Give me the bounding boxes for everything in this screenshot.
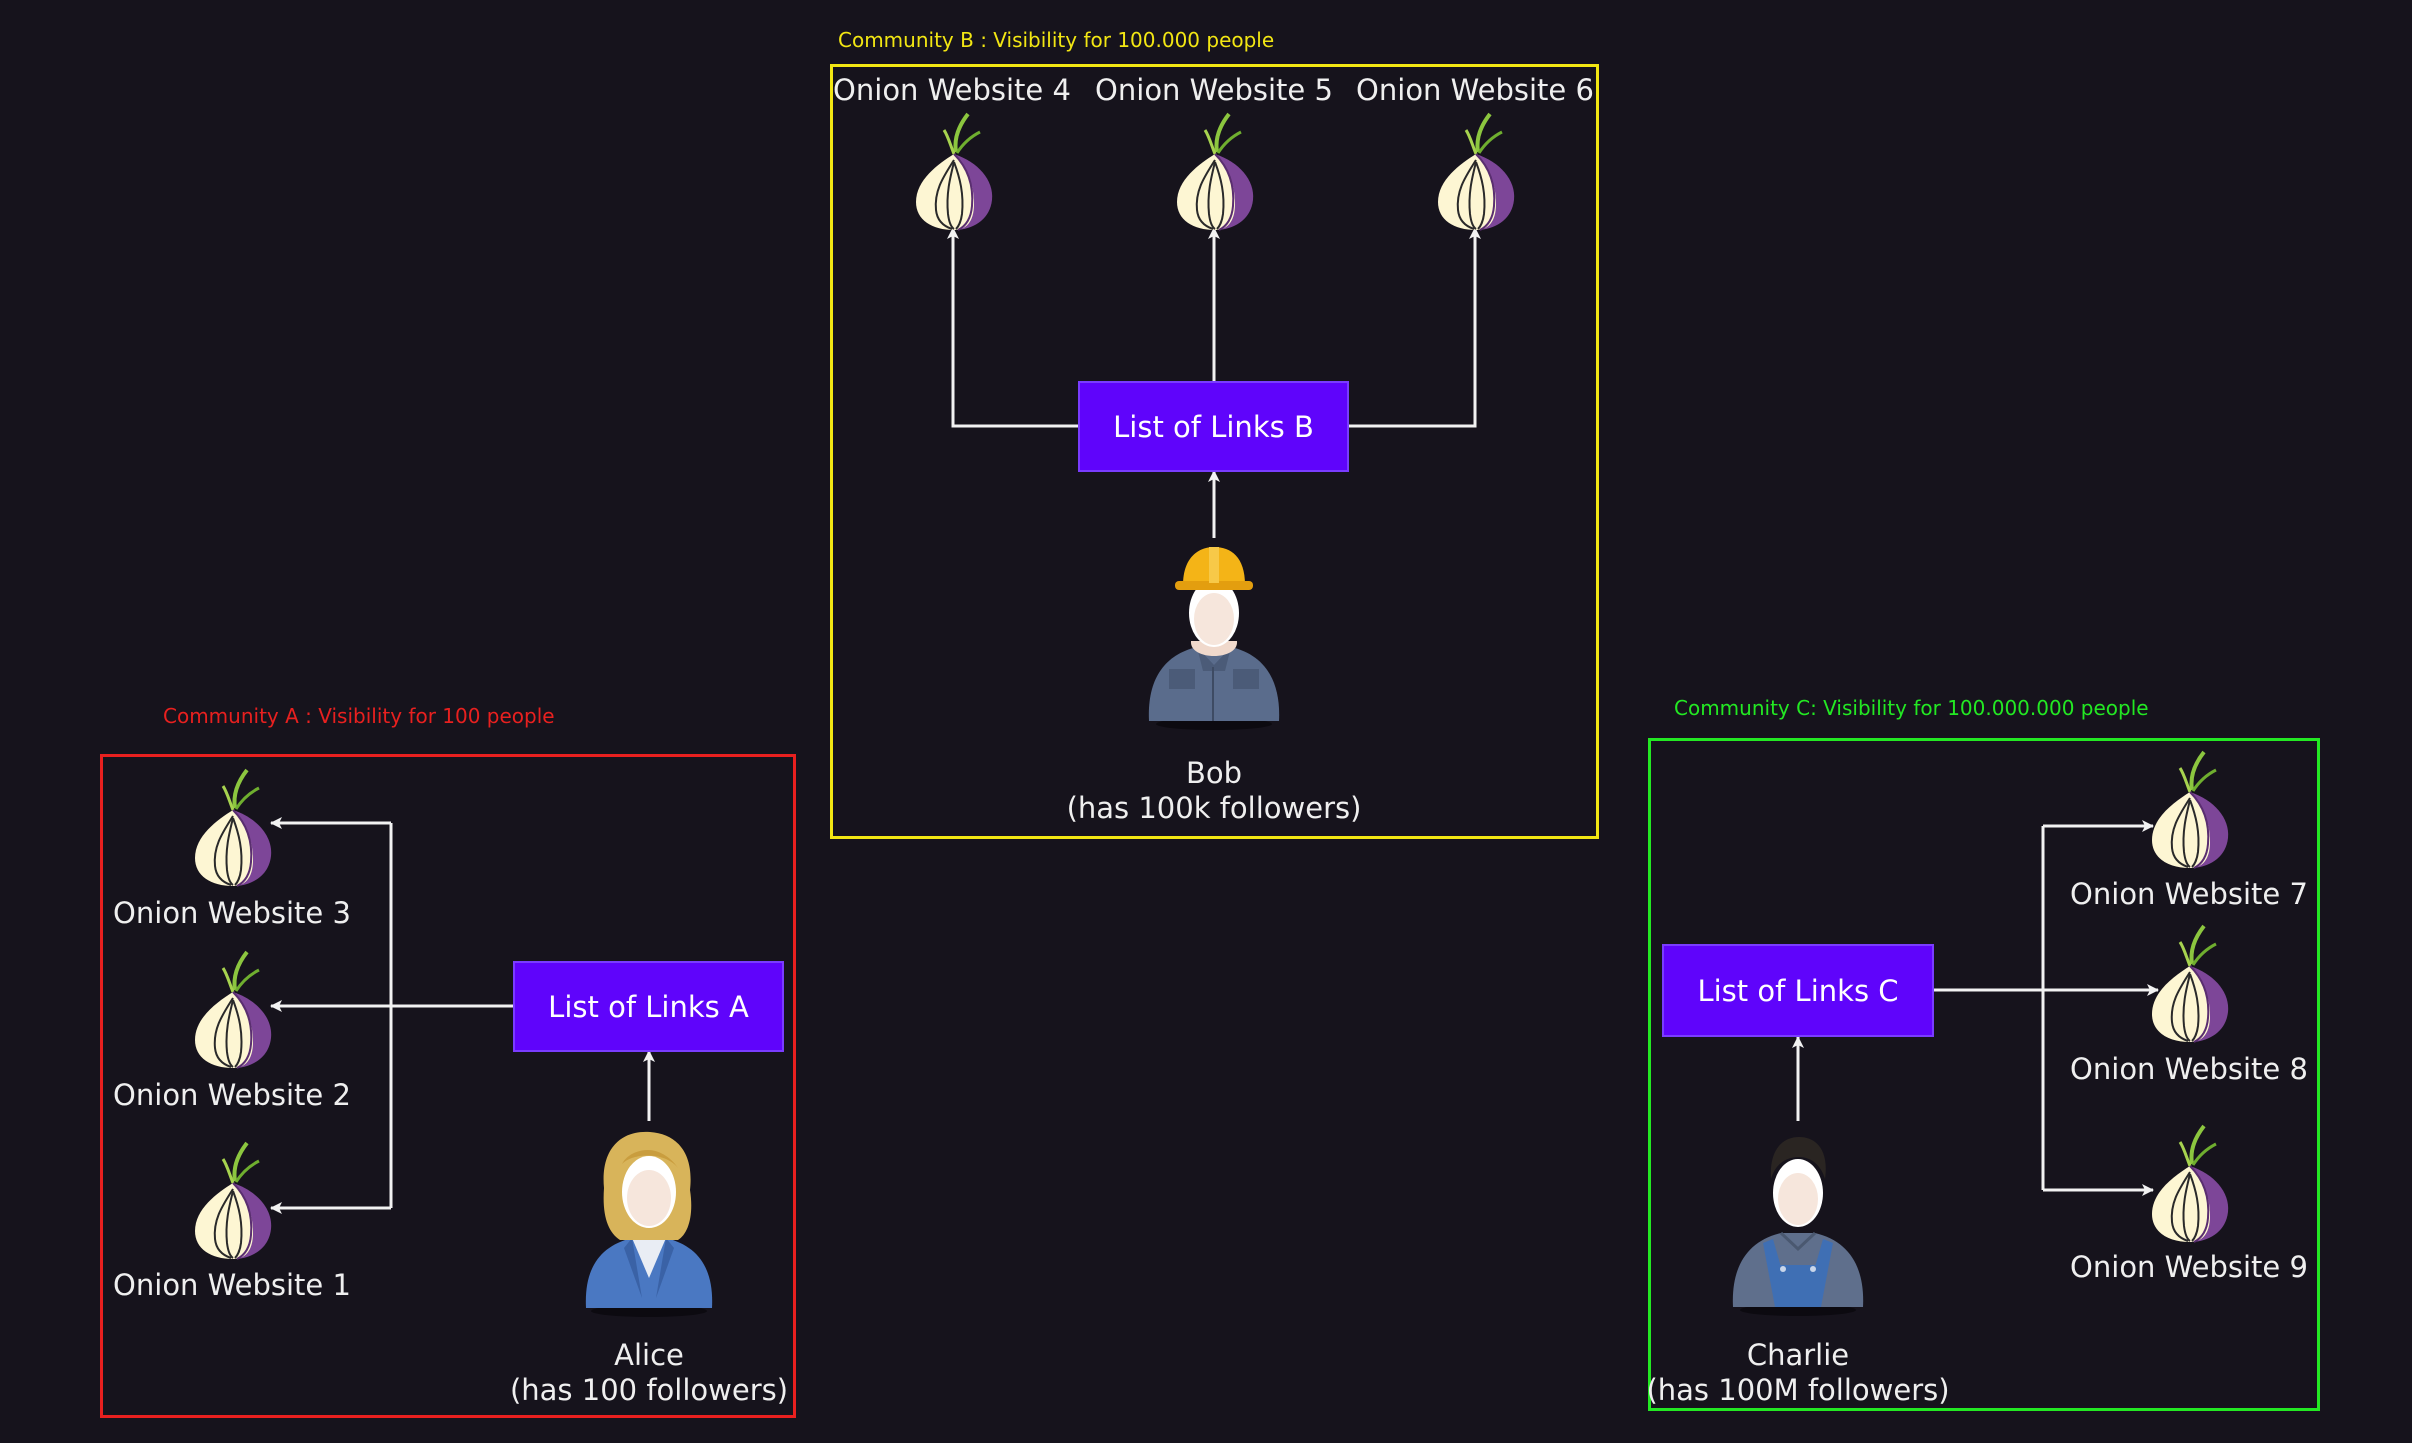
overalls-worker-avatar-icon xyxy=(1723,1127,1873,1317)
website-label: Onion Website 2 xyxy=(113,1078,351,1112)
community-b-caption: Community B : Visibility for 100.000 peo… xyxy=(838,28,1275,52)
arrow-list-b-to-website-6 xyxy=(1349,227,1481,428)
community-b-frame xyxy=(830,64,1599,839)
website-label: Onion Website 8 xyxy=(2070,1052,2308,1086)
tor-onion-icon xyxy=(910,110,996,234)
website-label: Onion Website 7 xyxy=(2070,877,2308,911)
website-label: Onion Website 3 xyxy=(113,896,351,930)
alice-followers-label: (has 100 followers) xyxy=(509,1373,789,1407)
tor-onion-icon xyxy=(189,1139,275,1263)
website-label: Onion Website 9 xyxy=(2070,1250,2308,1284)
community-c-frame xyxy=(1648,738,2320,1411)
website-label: Onion Website 1 xyxy=(113,1268,351,1302)
arrow-list-b-to-website-4 xyxy=(947,227,1078,428)
alice-name-label: Alice xyxy=(614,1338,684,1372)
charlie-followers-label: (has 100M followers) xyxy=(1646,1373,1950,1407)
website-label: Onion Website 5 xyxy=(1095,73,1333,107)
community-a-caption: Community A : Visibility for 100 people xyxy=(163,704,555,728)
tor-onion-icon xyxy=(189,948,275,1072)
tor-onion-icon xyxy=(1171,110,1257,234)
website-label: Onion Website 6 xyxy=(1356,73,1594,107)
list-of-links-c-box: List of Links C xyxy=(1662,944,1934,1037)
tor-onion-icon xyxy=(2146,748,2232,872)
community-c-caption: Community C: Visibility for 100.000.000 … xyxy=(1674,696,2149,720)
list-of-links-a-box: List of Links A xyxy=(513,961,784,1052)
tor-onion-icon xyxy=(2146,922,2232,1046)
businesswoman-avatar-icon xyxy=(574,1128,724,1318)
charlie-name-label: Charlie xyxy=(1746,1338,1850,1372)
tor-onion-icon xyxy=(189,766,275,890)
construction-worker-avatar-icon xyxy=(1139,541,1289,731)
bob-name-label: Bob xyxy=(1185,756,1243,790)
tor-onion-icon xyxy=(2146,1122,2232,1246)
website-label: Onion Website 4 xyxy=(833,73,1071,107)
bob-followers-label: (has 100k followers) xyxy=(1066,791,1362,825)
community-a-frame xyxy=(100,754,796,1418)
list-of-links-b-box: List of Links B xyxy=(1078,381,1349,472)
tor-onion-icon xyxy=(1432,110,1518,234)
